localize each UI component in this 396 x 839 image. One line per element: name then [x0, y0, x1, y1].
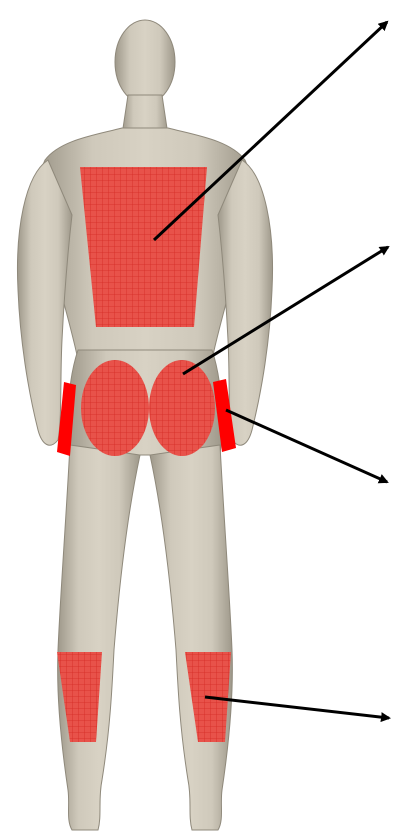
left-leg [58, 445, 140, 830]
arrow-upper-back [154, 22, 387, 240]
arrow-hip-side [226, 410, 387, 482]
right-leg [150, 445, 232, 830]
left-buttock-region [81, 360, 149, 456]
arrow-calf [205, 697, 389, 718]
right-buttock-region [149, 360, 215, 456]
upper-back-region [80, 167, 207, 327]
head [115, 20, 175, 104]
